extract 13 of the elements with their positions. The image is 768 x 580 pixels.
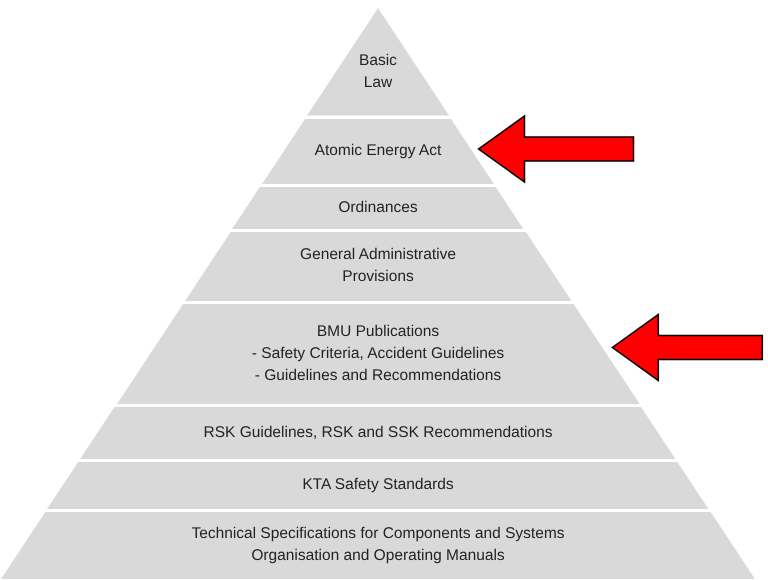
level-label: KTA Safety Standards [302, 475, 454, 495]
level-label: Technical Specifications for Components and Systems [191, 524, 564, 544]
arrow [477, 114, 634, 184]
level-label: General Administrative Provisions [299, 245, 457, 287]
level-label: Ordinances [338, 198, 418, 218]
arrow [611, 313, 764, 382]
level-label: BMU Publications [316, 322, 440, 342]
level-label: - Safety Criteria, Accident Guidelines [252, 344, 504, 364]
level-label: - Guidelines and Recommendations [254, 366, 502, 386]
level-label: RSK Guidelines, RSK and SSK Recommendations [204, 422, 552, 442]
level-label: Organisation and Operating Manuals [251, 546, 505, 566]
level-label: Basic Law [358, 50, 398, 93]
level-label: Atomic Energy Act [314, 141, 442, 161]
